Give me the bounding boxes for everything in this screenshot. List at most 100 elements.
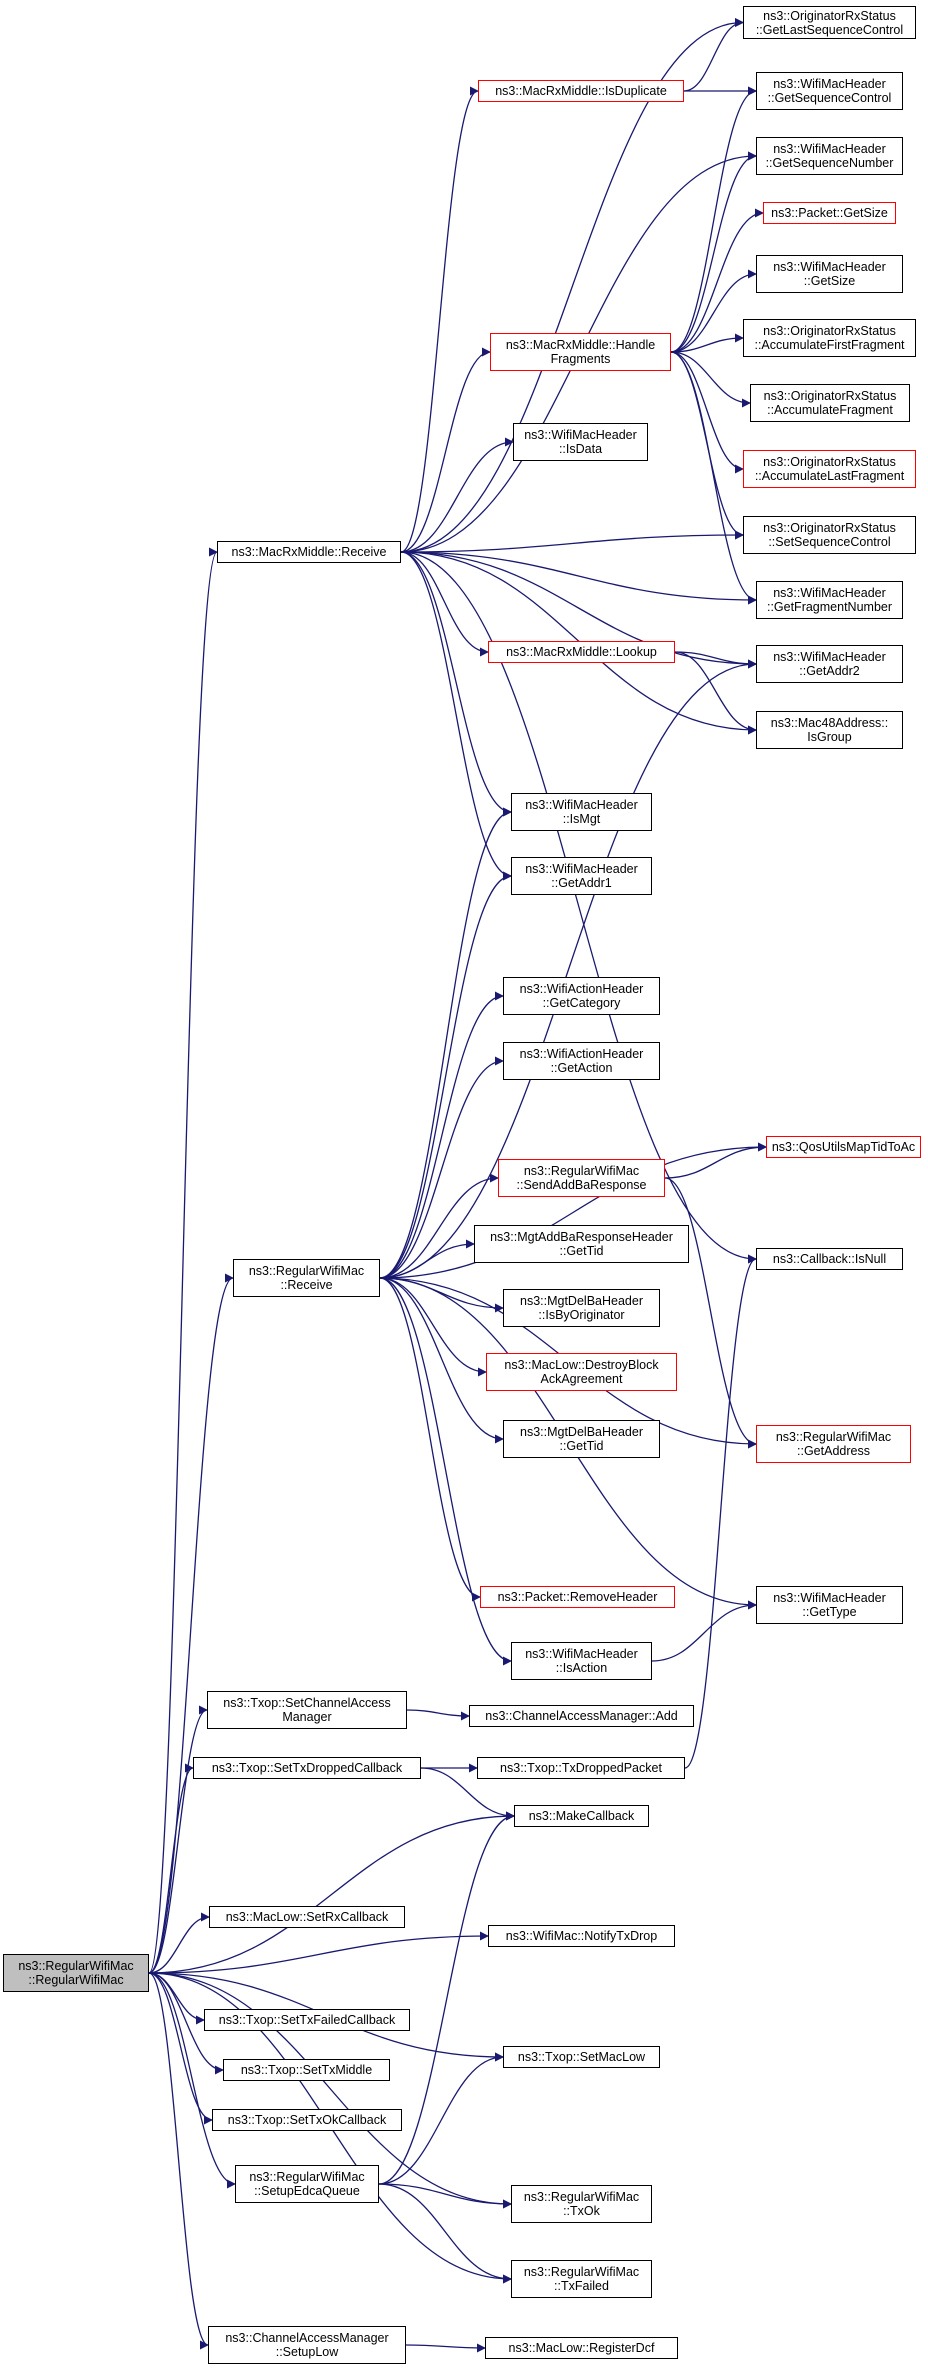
- edge-root-to-setTxDropCb: [148, 1763, 194, 1974]
- node-wifi-mac-header-get-type[interactable]: ns3::WifiMacHeader ::GetType: [756, 1586, 903, 1624]
- edge-setupEdca-to-setMacLow: [378, 2052, 504, 2185]
- node-wifi-mac-notify-tx-drop[interactable]: ns3::WifiMac::NotifyTxDrop: [488, 1925, 675, 1947]
- node-packet-get-size[interactable]: ns3::Packet::GetSize: [763, 202, 896, 224]
- node-wifi-mac-header-get-sequence-number[interactable]: ns3::WifiMacHeader ::GetSequenceNumber: [756, 137, 903, 175]
- node-wifi-action-header-get-action[interactable]: ns3::WifiActionHeader ::GetAction: [503, 1042, 660, 1080]
- node-originator-accumulate-first-fragment[interactable]: ns3::OriginatorRxStatus ::AccumulateFirs…: [743, 319, 916, 357]
- node-wifi-mac-header-get-fragment-number[interactable]: ns3::WifiMacHeader ::GetFragmentNumber: [756, 581, 903, 619]
- edge-camSetupLow-to-registerDcf: [405, 2343, 486, 2353]
- node-originator-set-sequence-control[interactable]: ns3::OriginatorRxStatus ::SetSequenceCon…: [743, 516, 916, 554]
- edge-rwmReceive-to-delBaTid: [379, 1277, 504, 1444]
- node-wifi-action-header-get-category[interactable]: ns3::WifiActionHeader ::GetCategory: [503, 977, 660, 1015]
- edge-rwmReceive-to-getAddr1: [379, 871, 512, 1279]
- edge-root-to-txOk: [148, 1972, 512, 2209]
- node-regular-wifi-mac-constructor-root: ns3::RegularWifiMac ::RegularWifiMac: [3, 1954, 149, 1992]
- edge-handleFrag-to-getSeqNum: [670, 151, 757, 353]
- edge-root-to-setupEdca: [148, 1972, 236, 2189]
- edge-rwmReceive-to-qosUtils: [379, 1142, 767, 1279]
- edge-macRxReceive-to-lookup: [400, 551, 489, 657]
- node-regular-wifi-mac-get-address[interactable]: ns3::RegularWifiMac ::GetAddress: [756, 1425, 911, 1463]
- edge-rwmReceive-to-sendAddBa: [379, 1173, 499, 1279]
- node-regular-wifi-mac-tx-ok[interactable]: ns3::RegularWifiMac ::TxOk: [511, 2185, 652, 2223]
- node-regular-wifi-mac-tx-failed[interactable]: ns3::RegularWifiMac ::TxFailed: [511, 2260, 652, 2298]
- node-wifi-mac-header-is-data[interactable]: ns3::WifiMacHeader ::IsData: [513, 423, 648, 461]
- edge-handleFrag-to-packetGetSize: [670, 208, 764, 353]
- edge-macRxReceive-to-origLastSeq: [400, 18, 744, 553]
- edge-rwmReceive-to-isMgt: [379, 807, 512, 1279]
- edge-txDropped-to-cbIsNull: [684, 1254, 757, 1769]
- edge-isAction-to-getType: [651, 1600, 757, 1662]
- edge-root-to-camSetupLow: [148, 1972, 209, 2350]
- edge-macRxReceive-to-cbIsNull: [400, 551, 757, 1264]
- edge-rwmReceive-to-getAddr2: [379, 659, 757, 1279]
- node-mac-low-destroy-block-ack-agreement[interactable]: ns3::MacLow::DestroyBlock AckAgreement: [486, 1353, 677, 1391]
- edge-root-to-setCAM: [148, 1705, 208, 1974]
- edge-macRxReceive-to-handleFrag: [400, 347, 491, 553]
- edge-macRxReceive-to-setSeqCtrl: [400, 530, 744, 553]
- edge-rwmReceive-to-getCategory: [379, 991, 504, 1279]
- node-regular-wifi-mac-setup-edca-queue[interactable]: ns3::RegularWifiMac ::SetupEdcaQueue: [235, 2165, 379, 2203]
- node-qos-utils-map-tid-to-ac[interactable]: ns3::QosUtilsMapTidToAc: [766, 1136, 921, 1158]
- node-wifi-mac-header-is-mgt[interactable]: ns3::WifiMacHeader ::IsMgt: [511, 793, 652, 831]
- node-wifi-mac-header-get-addr2[interactable]: ns3::WifiMacHeader ::GetAddr2: [756, 645, 903, 683]
- edge-root-to-macRxReceive: [148, 547, 218, 1974]
- edge-setupEdca-to-txOk: [378, 2183, 512, 2209]
- node-txop-set-tx-middle[interactable]: ns3::Txop::SetTxMiddle: [223, 2059, 390, 2081]
- edge-rwmReceive-to-getAction: [379, 1056, 504, 1279]
- edge-sendAddBa-to-getAddress: [664, 1177, 757, 1449]
- edge-root-to-setTxOkCb: [148, 1972, 213, 2125]
- edge-rwmReceive-to-removeHeader: [379, 1277, 481, 1602]
- node-mac-low-set-rx-callback[interactable]: ns3::MacLow::SetRxCallback: [209, 1906, 405, 1928]
- edge-lookup-to-isGroup: [674, 651, 757, 735]
- node-channel-access-manager-add[interactable]: ns3::ChannelAccessManager::Add: [469, 1705, 694, 1727]
- edge-root-to-setRxCb: [148, 1912, 210, 1974]
- node-txop-tx-dropped-packet[interactable]: ns3::Txop::TxDroppedPacket: [477, 1757, 685, 1779]
- edge-handleFrag-to-accLast: [670, 351, 744, 474]
- node-mac-rx-middle-lookup[interactable]: ns3::MacRxMiddle::Lookup: [488, 641, 675, 663]
- node-mgt-delba-header-get-tid[interactable]: ns3::MgtDelBaHeader ::GetTid: [503, 1420, 660, 1458]
- node-mac-low-register-dcf[interactable]: ns3::MacLow::RegisterDcf: [485, 2337, 678, 2359]
- node-wifi-mac-header-is-action[interactable]: ns3::WifiMacHeader ::IsAction: [511, 1642, 652, 1680]
- edge-setCAM-to-camAdd: [406, 1709, 470, 1721]
- edge-macRxReceive-to-macRxDup: [400, 86, 479, 553]
- node-regular-wifi-mac-receive[interactable]: ns3::RegularWifiMac ::Receive: [233, 1259, 380, 1297]
- edge-macRxReceive-to-getAddr2: [400, 551, 757, 669]
- node-wifi-mac-header-get-addr1[interactable]: ns3::WifiMacHeader ::GetAddr1: [511, 857, 652, 895]
- node-txop-set-mac-low[interactable]: ns3::Txop::SetMacLow: [503, 2046, 660, 2068]
- edge-macRxReceive-to-isData: [400, 437, 514, 553]
- node-mac-rx-middle-handle-fragments[interactable]: ns3::MacRxMiddle::Handle Fragments: [490, 333, 671, 371]
- node-txop-set-tx-failed-callback[interactable]: ns3::Txop::SetTxFailedCallback: [204, 2009, 410, 2031]
- edge-macRxReceive-to-isMgt: [400, 551, 512, 817]
- node-originator-accumulate-fragment[interactable]: ns3::OriginatorRxStatus ::AccumulateFrag…: [750, 384, 910, 422]
- edge-handleFrag-to-getSeqCtrl: [670, 86, 757, 353]
- node-packet-remove-header[interactable]: ns3::Packet::RemoveHeader: [480, 1586, 675, 1608]
- edge-root-to-setTxMiddle: [148, 1972, 224, 2075]
- edge-setupEdca-to-makeCb: [378, 1811, 515, 2185]
- node-make-callback[interactable]: ns3::MakeCallback: [514, 1805, 649, 1827]
- edge-macRxReceive-to-getAddr1: [400, 551, 512, 881]
- node-mac-rx-middle-receive[interactable]: ns3::MacRxMiddle::Receive: [217, 541, 401, 563]
- node-regular-wifi-mac-send-addba-response[interactable]: ns3::RegularWifiMac ::SendAddBaResponse: [498, 1159, 665, 1197]
- node-mgt-delba-header-is-by-originator[interactable]: ns3::MgtDelBaHeader ::IsByOriginator: [503, 1289, 660, 1327]
- node-txop-set-tx-dropped-callback[interactable]: ns3::Txop::SetTxDroppedCallback: [193, 1757, 421, 1779]
- edge-handleFrag-to-accFirst: [670, 333, 744, 353]
- node-wifi-mac-header-get-size[interactable]: ns3::WifiMacHeader ::GetSize: [756, 255, 903, 293]
- node-mac-rx-middle-is-duplicate[interactable]: ns3::MacRxMiddle::IsDuplicate: [478, 80, 684, 102]
- node-txop-set-tx-ok-callback[interactable]: ns3::Txop::SetTxOkCallback: [212, 2109, 402, 2131]
- edge-root-to-makeCb: [148, 1811, 515, 1974]
- node-txop-set-channel-access-manager[interactable]: ns3::Txop::SetChannelAccess Manager: [207, 1691, 407, 1729]
- edge-handleFrag-to-hdrGetSize: [670, 269, 757, 353]
- node-originator-get-last-sequence-control[interactable]: ns3::OriginatorRxStatus ::GetLastSequenc…: [743, 6, 916, 39]
- edge-rwmReceive-to-mgtAddBaTid: [379, 1239, 475, 1279]
- edge-handleFrag-to-accFrag: [670, 351, 751, 408]
- node-channel-access-manager-setup-low[interactable]: ns3::ChannelAccessManager ::SetupLow: [208, 2326, 406, 2364]
- node-callback-is-null[interactable]: ns3::Callback::IsNull: [756, 1248, 903, 1270]
- edge-root-to-rwmReceive: [148, 1273, 234, 1974]
- node-wifi-mac-header-get-sequence-control[interactable]: ns3::WifiMacHeader ::GetSequenceControl: [756, 72, 903, 110]
- node-mgt-addba-response-header-get-tid[interactable]: ns3::MgtAddBaResponseHeader ::GetTid: [474, 1225, 689, 1263]
- node-originator-accumulate-last-fragment[interactable]: ns3::OriginatorRxStatus ::AccumulateLast…: [743, 450, 916, 488]
- edge-root-to-notifyTxDrop: [148, 1931, 489, 1974]
- edge-setupEdca-to-txFailed: [378, 2183, 512, 2284]
- node-mac48-address-is-group[interactable]: ns3::Mac48Address:: IsGroup: [756, 711, 903, 749]
